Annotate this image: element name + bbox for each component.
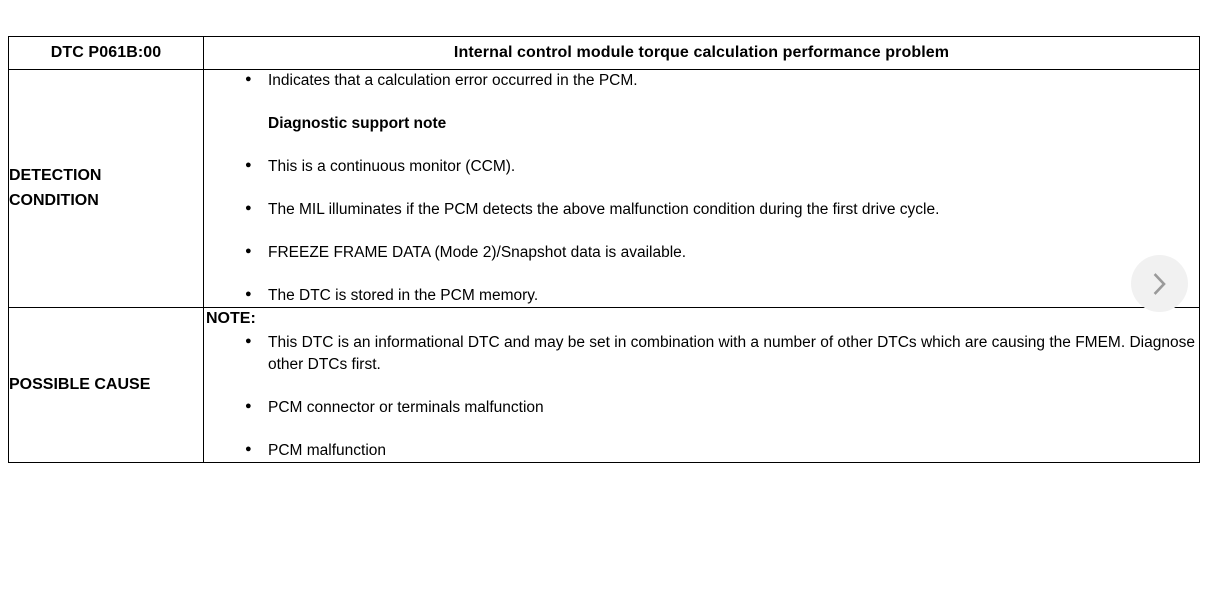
table-row-detection-condition: DETECTION CONDITION Indicates that a cal… xyxy=(8,69,1200,308)
dtc-detail-table: DTC P061B:00 Internal control module tor… xyxy=(8,36,1200,463)
detection-condition-label: DETECTION CONDITION xyxy=(8,69,204,308)
diagnostic-support-note-heading: Diagnostic support note xyxy=(268,115,447,132)
list-item: This is a continuous monitor (CCM). xyxy=(204,155,1199,178)
possible-cause-content: NOTE: This DTC is an informational DTC a… xyxy=(203,307,1200,463)
detection-condition-label-line1: DETECTION xyxy=(9,166,102,184)
detection-condition-label-line2: CONDITION xyxy=(9,191,99,209)
table-row-header: DTC P061B:00 Internal control module tor… xyxy=(8,36,1200,70)
dtc-description-cell: Internal control module torque calculati… xyxy=(203,36,1200,70)
table-row-possible-cause: POSSIBLE CAUSE NOTE: This DTC is an info… xyxy=(8,307,1200,463)
detection-condition-content: Indicates that a calculation error occur… xyxy=(203,69,1200,308)
list-item: Indicates that a calculation error occur… xyxy=(204,69,1199,92)
list-item: The DTC is stored in the PCM memory. xyxy=(204,284,1199,307)
list-item: PCM connector or terminals malfunction xyxy=(204,396,1199,419)
detection-condition-list: Indicates that a calculation error occur… xyxy=(204,69,1199,307)
list-item: FREEZE FRAME DATA (Mode 2)/Snapshot data… xyxy=(204,241,1199,264)
list-item: PCM malfunction xyxy=(204,439,1199,462)
chevron-right-icon xyxy=(1149,271,1171,297)
dtc-code-cell: DTC P061B:00 xyxy=(8,36,204,70)
note-heading: NOTE: xyxy=(206,310,256,327)
possible-cause-list: This DTC is an informational DTC and may… xyxy=(204,331,1199,462)
list-item: The MIL illuminates if the PCM detects t… xyxy=(204,198,1199,221)
list-item: This DTC is an informational DTC and may… xyxy=(204,331,1199,376)
possible-cause-label: POSSIBLE CAUSE xyxy=(8,307,204,463)
next-page-button[interactable] xyxy=(1131,255,1188,312)
